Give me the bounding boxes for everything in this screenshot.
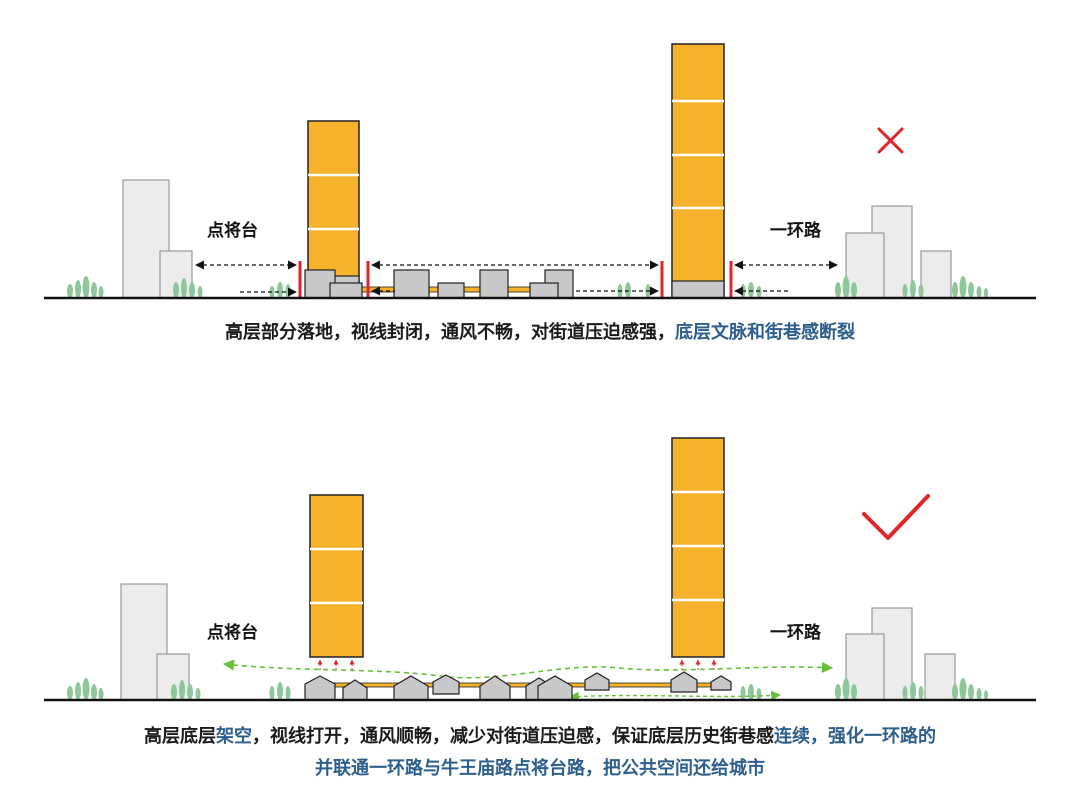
road-label-left-bottom: 点将台 (207, 623, 258, 643)
trees (67, 678, 988, 700)
bottom-caption-highlight-b: 连续，强化一环路的 (774, 726, 936, 747)
cross-icon (877, 127, 904, 154)
road-label-left-top: 点将台 (207, 221, 258, 241)
bottom-panel (44, 437, 1036, 702)
context-building (920, 250, 952, 299)
check-icon (862, 494, 930, 540)
low-buildings (304, 269, 574, 299)
wall-marks (298, 261, 733, 297)
top-caption-plain: 高层部分落地，视线封闭，通风不畅，对街道压迫感强， (225, 322, 675, 343)
road-label-right-top: 一环路 (770, 221, 821, 241)
airflow-lower (569, 690, 781, 702)
top-caption-highlight: 底层文脉和街巷感断裂 (675, 322, 855, 343)
bottom-caption-highlight-a: 架空 (216, 726, 252, 747)
uplift-arrows (317, 659, 717, 670)
bottom-caption-line1: 高层底层架空，视线打开，通风顺畅，减少对街道压迫感，保证底层历史街巷感连续，强化… (0, 722, 1080, 748)
tower-right (671, 43, 725, 299)
bottom-caption-line2: 并联通一环路与牛王庙路点将台路，把公共空间还给城市 (315, 758, 765, 779)
view-lines (195, 260, 838, 297)
airflow-upper (222, 659, 834, 679)
trees (67, 276, 988, 298)
top-panel (44, 43, 1036, 300)
context-building (924, 653, 956, 701)
historic-houses (304, 671, 732, 701)
tower-left-elevated (309, 494, 364, 658)
tower-right-elevated (671, 437, 725, 658)
bottom-caption-plain-a: 高层底层 (144, 726, 216, 747)
bottom-caption-plain-b: ，视线打开，通风顺畅，减少对街道压迫感，保证底层历史街巷感 (252, 726, 774, 747)
top-caption: 高层部分落地，视线封闭，通风不畅，对街道压迫感强，底层文脉和街巷感断裂 (0, 318, 1080, 344)
road-label-right-bottom: 一环路 (770, 623, 821, 643)
